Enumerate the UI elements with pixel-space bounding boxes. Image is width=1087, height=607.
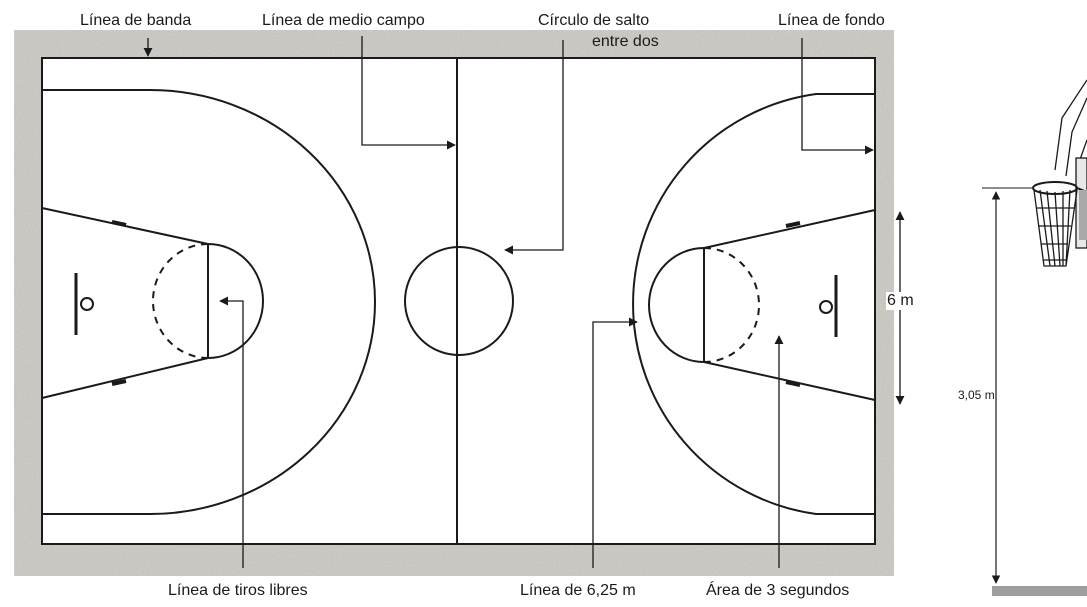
jump-circle-leader [504, 40, 564, 255]
lane-width-label: 6 m [886, 292, 915, 310]
midcourt-line-label: Línea de medio campo [262, 12, 425, 29]
baseline-label: Línea de fondo [778, 12, 885, 29]
center-jump-circle [404, 246, 514, 356]
jump-circle-label-line2: entre dos [592, 33, 659, 50]
right-free-throw-arc [648, 247, 705, 363]
baseline-leader [801, 38, 874, 155]
left-free-throw-arc [207, 243, 264, 359]
right-hoop [819, 300, 833, 314]
sideline-label: Línea de banda [80, 12, 192, 29]
basket-side-view [982, 79, 1087, 596]
three-point-line-label: Línea de 6,25 m [520, 582, 636, 599]
hoop-height-label: 3,05 m [958, 388, 995, 402]
free-throw-leader [219, 296, 244, 568]
left-hoop [80, 297, 94, 311]
three-point-leader [592, 317, 638, 568]
left-three-point-line [42, 89, 376, 515]
right-lane-top [703, 209, 876, 249]
right-three-point-line [632, 93, 875, 515]
jump-circle-label: Círculo de salto [538, 12, 650, 29]
left-lane-bottom [41, 357, 209, 399]
court-outline [41, 57, 876, 545]
free-throw-line-label: Línea de tiros libres [168, 582, 308, 599]
three-second-area-label: Área de 3 segundos [706, 582, 850, 599]
midcourt-leader [361, 36, 456, 150]
